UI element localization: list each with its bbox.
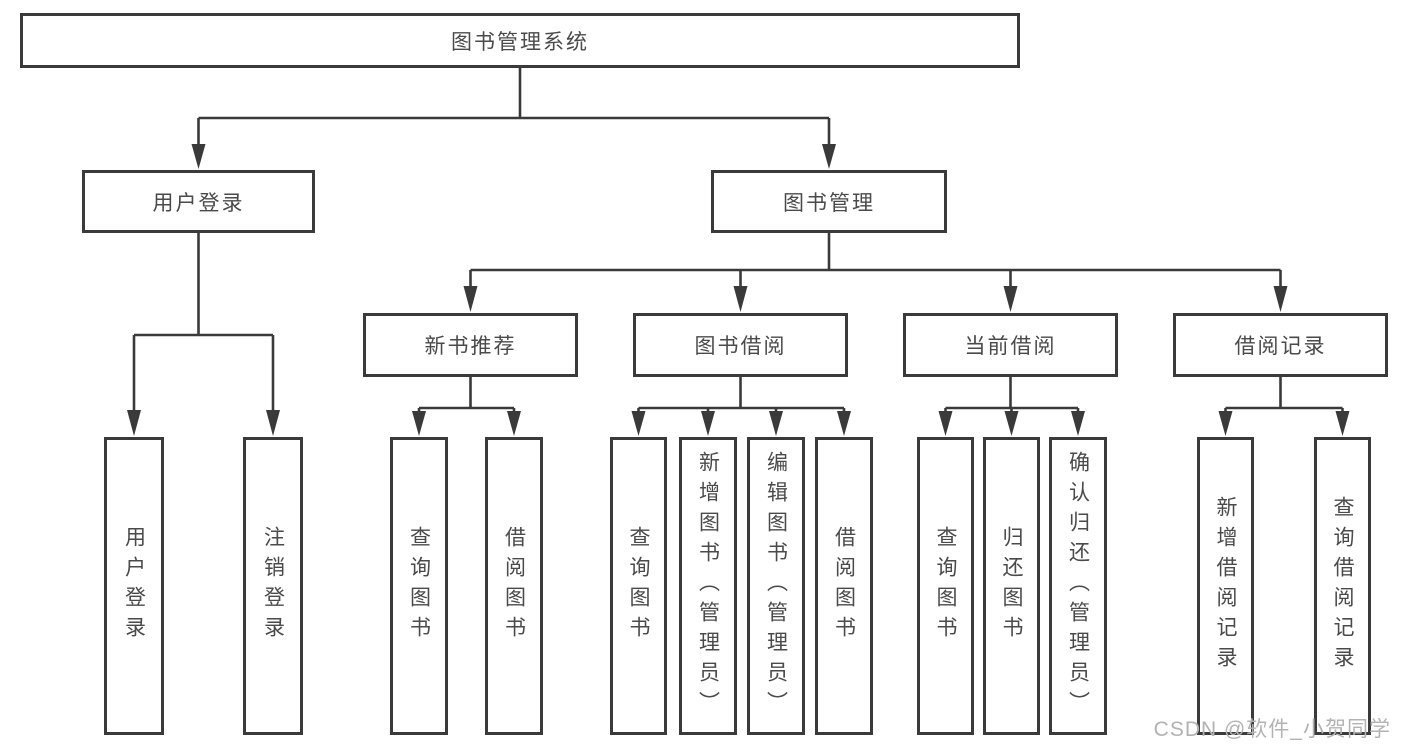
leaf-user-login: 用户登录	[104, 437, 164, 735]
node-label: 查询借阅记录	[1331, 496, 1354, 676]
leaf-cb-query-books: 查询图书	[917, 437, 974, 735]
connector-book-management-children	[463, 233, 1288, 312]
node-label: 借阅图书	[502, 526, 526, 646]
leaf-nr-query-books: 查询图书	[390, 437, 448, 735]
connector-new-book-recommend-children	[412, 377, 521, 436]
node-label: 查询图书	[407, 526, 431, 646]
node-label: 借阅记录	[1234, 335, 1327, 358]
node-book-borrow: 图书借阅	[633, 313, 848, 377]
node-label: 归还图书	[1000, 526, 1023, 646]
node-label: 图书借阅	[694, 335, 787, 358]
node-label: 借阅图书	[832, 526, 856, 646]
node-new-book-recommend: 新书推荐	[363, 313, 578, 377]
leaf-logout: 注销登录	[243, 437, 303, 735]
connector-borrow-records-children	[1218, 377, 1350, 436]
node-label: 图书管理系统	[451, 30, 589, 54]
node-label: 编辑图书（管理员）	[764, 451, 788, 721]
leaf-br-query-record: 查询借阅记录	[1314, 437, 1371, 735]
connector-book-borrow-children	[631, 377, 851, 436]
leaf-bb-edit-book-admin: 编辑图书（管理员）	[747, 437, 805, 735]
leaf-bb-add-book-admin: 新增图书（管理员）	[679, 437, 737, 735]
node-user-login: 用户登录	[82, 170, 315, 233]
node-label: 用户登录	[152, 191, 245, 215]
csdn-watermark: CSDN @软件_小贺同学	[1153, 718, 1391, 741]
node-label: 注销登录	[261, 526, 285, 646]
node-label: 新书推荐	[424, 335, 517, 358]
node-label: 确认归还（管理员）	[1066, 451, 1090, 721]
node-book-management: 图书管理	[711, 170, 947, 233]
leaf-bb-borrow-books: 借阅图书	[815, 437, 873, 735]
node-current-borrow: 当前借阅	[903, 313, 1118, 377]
connector-root-to-level2	[191, 68, 836, 169]
node-label: 查询图书	[627, 526, 650, 646]
leaf-bb-query-books: 查询图书	[610, 437, 667, 735]
node-borrow-records: 借阅记录	[1173, 313, 1388, 377]
connector-user-login-children	[127, 233, 280, 436]
connector-current-borrow-children	[938, 377, 1085, 436]
node-label: 用户登录	[122, 526, 146, 646]
node-label: 当前借阅	[964, 335, 1057, 358]
leaf-cb-confirm-return-admin: 确认归还（管理员）	[1049, 437, 1107, 735]
leaf-br-add-record: 新增借阅记录	[1197, 437, 1254, 735]
leaf-nr-borrow-books: 借阅图书	[485, 437, 543, 735]
node-label: 查询图书	[934, 526, 957, 646]
node-label: 图书管理	[783, 191, 875, 215]
node-label: 新增图书（管理员）	[696, 451, 720, 721]
node-root: 图书管理系统	[20, 13, 1020, 68]
leaf-cb-return-books: 归还图书	[983, 437, 1040, 735]
node-label: 新增借阅记录	[1214, 496, 1237, 676]
